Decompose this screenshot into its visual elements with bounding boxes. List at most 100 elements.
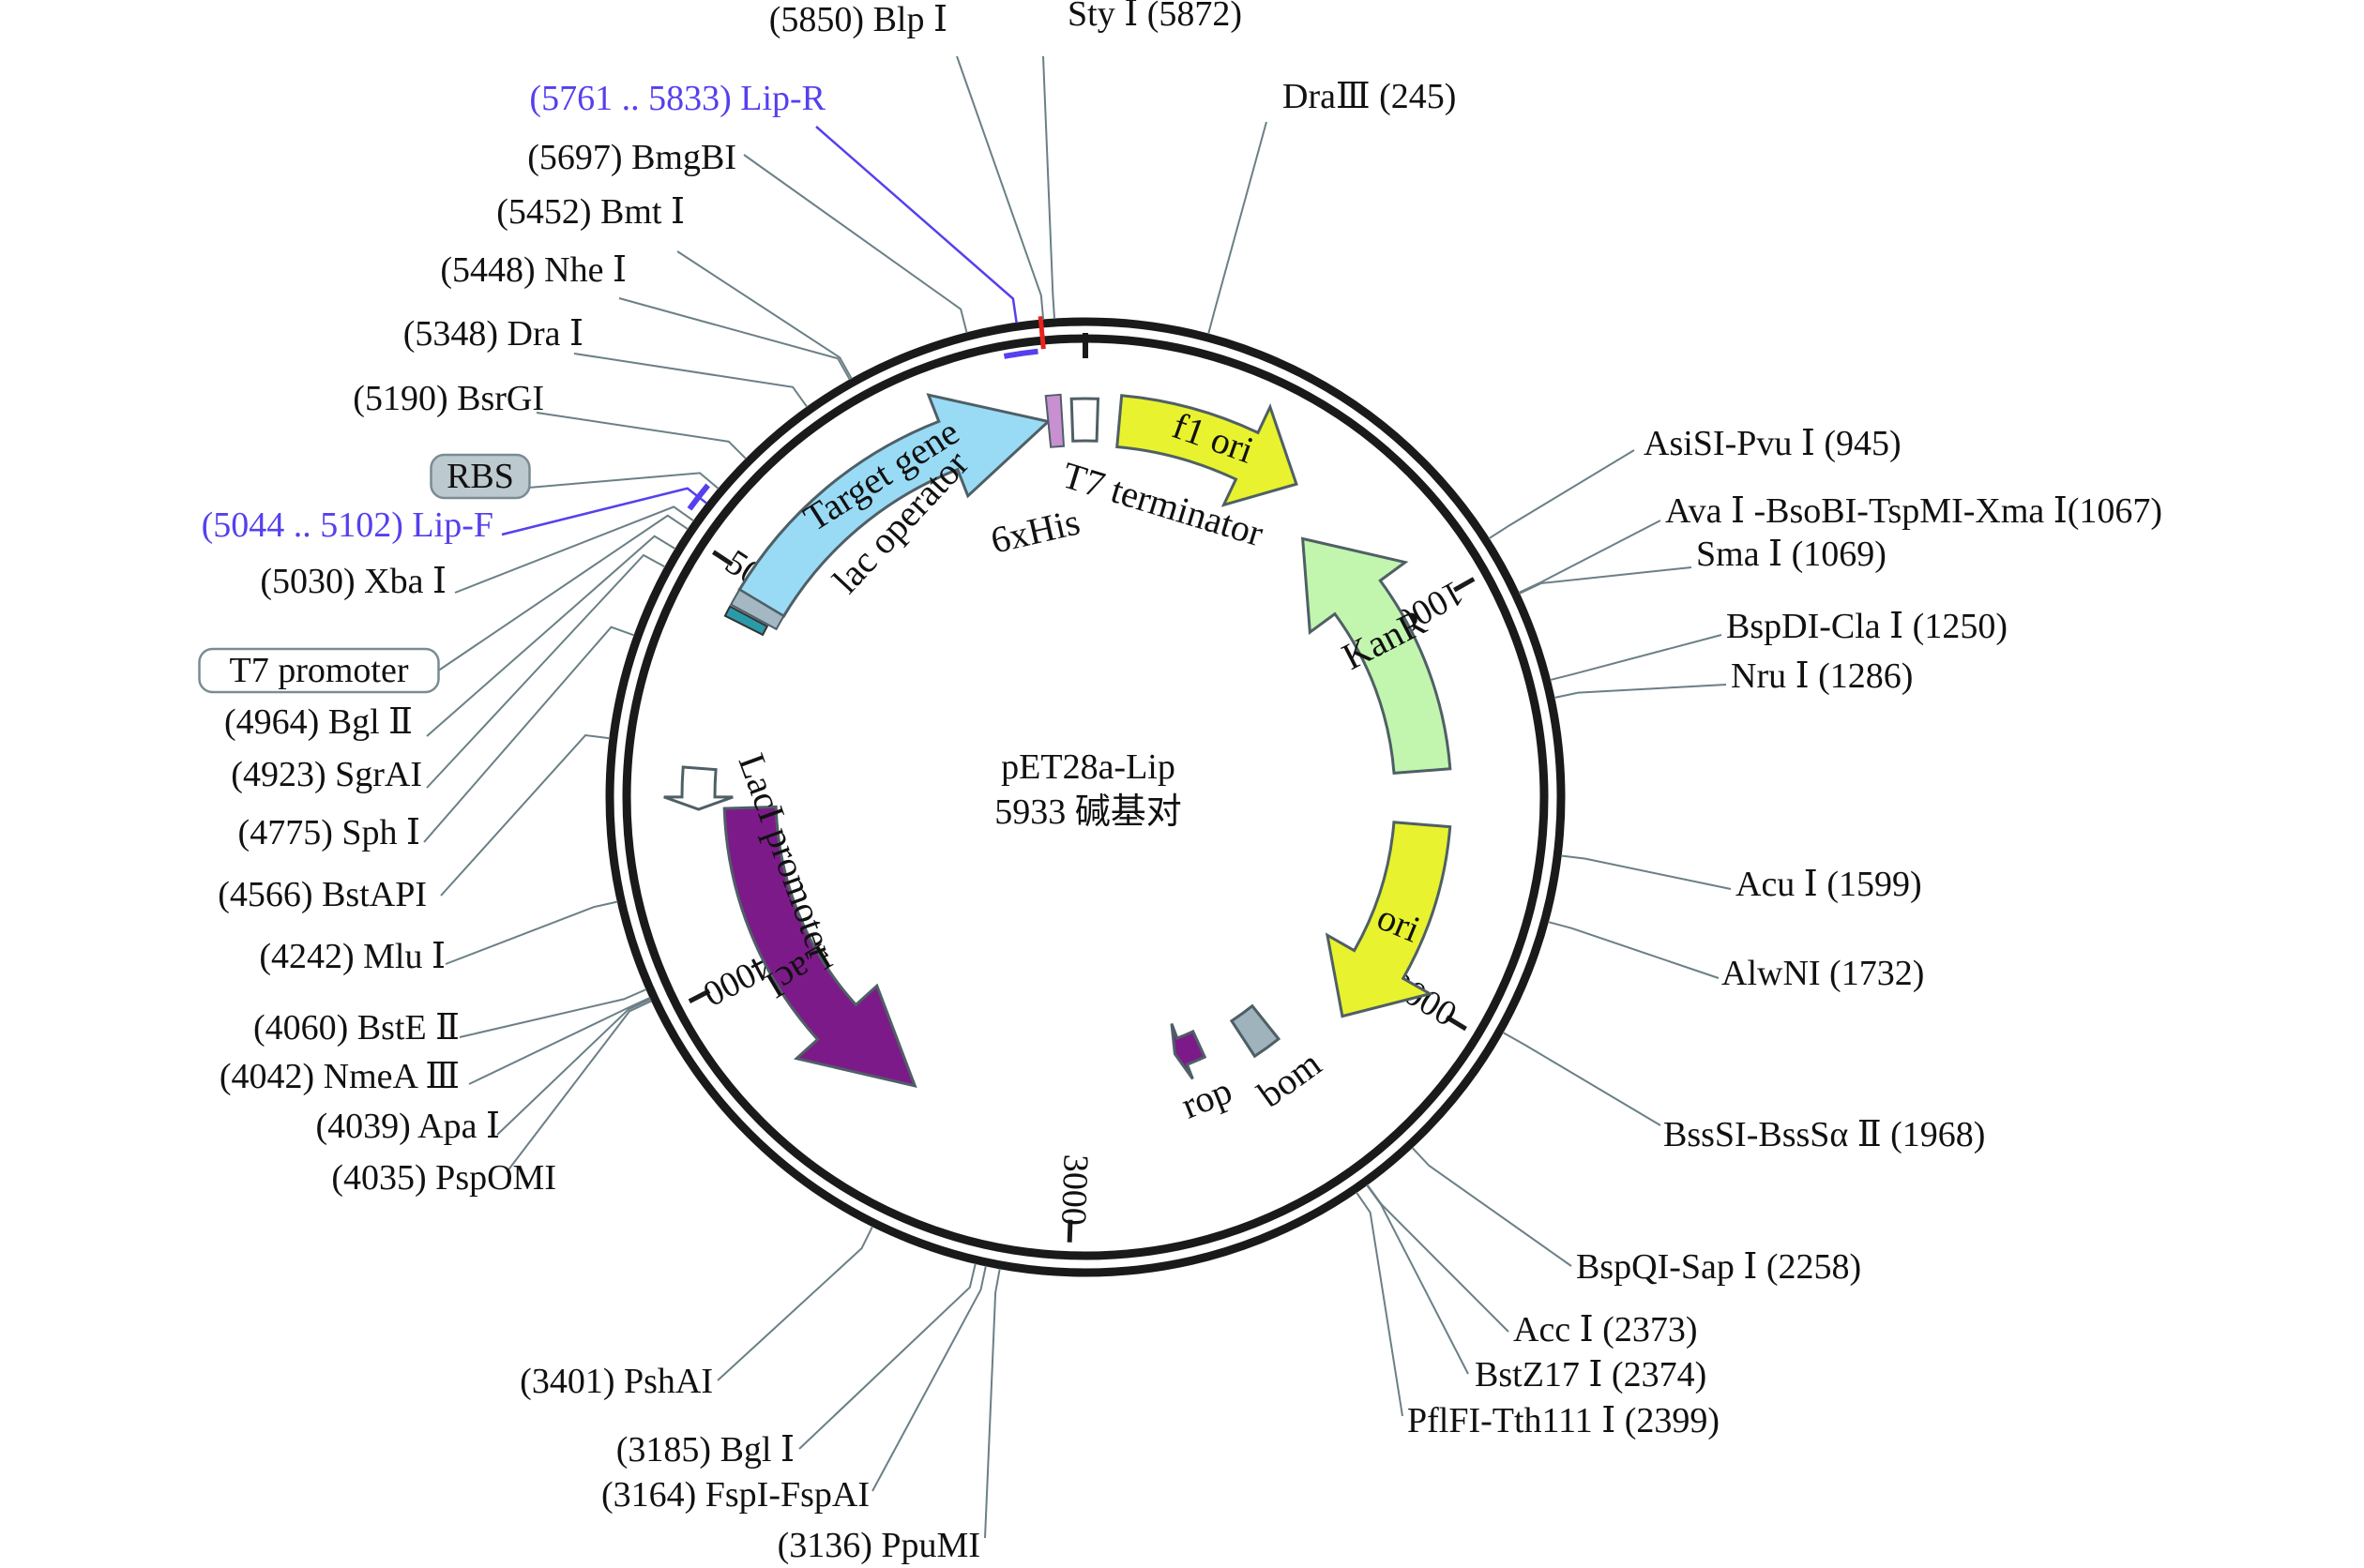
leader-line (956, 55, 1045, 321)
ring-outer-strand (605, 317, 1566, 1277)
leader-line (445, 900, 618, 965)
site-label[interactable]: (3185) Bgl Ⅰ (616, 1430, 795, 1470)
leader-line (496, 998, 652, 1136)
leader-line (426, 553, 666, 789)
mcs-features (663, 316, 1100, 811)
site-label[interactable]: BspQI-Sap Ⅰ (2258) (1576, 1247, 1861, 1287)
leader-line (426, 535, 676, 737)
leader-line (676, 250, 853, 380)
leader-line (1366, 1184, 1469, 1375)
site-label[interactable]: (5448) Nhe Ⅰ (440, 250, 627, 290)
site-label[interactable]: (5348) Dra Ⅰ (403, 314, 583, 354)
insert-boundary-marker (1038, 316, 1046, 350)
site-label[interactable]: BssSI-BssSα Ⅱ (1968) (1663, 1115, 1985, 1154)
tick-mark (1067, 1219, 1073, 1243)
site-label[interactable]: (5044 .. 5102) Lip-F (202, 505, 493, 545)
site-label[interactable]: (4566) BstAPI (218, 875, 427, 914)
leader-line (1548, 921, 1720, 979)
tick-mark (688, 988, 711, 1004)
site-label[interactable]: Ava Ⅰ -BsoBI-TspMI-Xma Ⅰ(1067) (1665, 491, 2162, 531)
t7-promoter-label-box (198, 647, 440, 694)
site-label[interactable]: Acu Ⅰ (1599) (1735, 865, 1922, 904)
tick-label: 3000 (1053, 1153, 1096, 1226)
leader-line (454, 505, 695, 594)
leader-line (1411, 1147, 1572, 1267)
laci-feature (722, 805, 917, 1088)
leader-line (506, 1000, 652, 1173)
site-label[interactable]: (3401) PshAI (520, 1362, 713, 1401)
site-label[interactable]: RBS (447, 457, 514, 496)
tick-mark (712, 550, 734, 566)
leader-line (573, 353, 809, 408)
site-label[interactable]: (3164) FspI-FspAI (601, 1475, 870, 1515)
leader-line (1553, 684, 1727, 700)
leader-line (1518, 520, 1661, 594)
his-tag-feature (1044, 393, 1066, 448)
site-label[interactable]: (3136) PpuMI (778, 1526, 980, 1565)
site-label[interactable]: (5452) Bmt Ⅰ (496, 192, 685, 232)
leader-line (536, 412, 747, 460)
site-label[interactable]: AlwNI (1732) (1721, 954, 1924, 993)
site-label[interactable]: (4060) BstE Ⅱ (253, 1008, 460, 1048)
site-label[interactable]: Sty Ⅰ (5872) (1068, 0, 1242, 34)
leader-line (798, 1263, 977, 1450)
kanr-feature (1300, 536, 1452, 776)
t7-terminator-feature (1069, 397, 1100, 443)
site-label[interactable]: (4042) NmeA Ⅲ (220, 1057, 460, 1096)
site-leaders (423, 55, 1732, 1539)
tick-mark (1445, 1015, 1467, 1032)
plasmid-center-title: pET28a-Lip 5933 碱基对 (994, 747, 1182, 832)
leader-line (1207, 121, 1267, 335)
plasmid-size: 5933 碱基对 (994, 792, 1182, 832)
leader-line (743, 154, 968, 334)
leader-line (1356, 1191, 1403, 1417)
ori-feature (1325, 821, 1452, 1018)
leader-line (506, 472, 720, 490)
rop-feature (1170, 1023, 1207, 1080)
leader-line (468, 996, 651, 1085)
site-label[interactable]: BspDI-Cla Ⅰ (1250) (1726, 607, 2008, 646)
leader-line (1519, 566, 1692, 595)
site-label[interactable]: (4923) SgrAI (231, 755, 422, 794)
site-label[interactable]: (5190) BsrGI (353, 379, 544, 418)
leader-line (618, 297, 851, 381)
leader-line (1502, 1032, 1661, 1126)
site-label[interactable]: T7 promoter (229, 651, 408, 690)
leader-line (815, 126, 1018, 324)
tick-mark (1452, 577, 1476, 593)
site-label[interactable]: (4964) Bgl Ⅱ (224, 702, 413, 742)
leader-line (1561, 854, 1732, 890)
leader-line (459, 988, 647, 1038)
leader-line (1488, 449, 1635, 540)
his-tag-label: 6xHis (987, 500, 1084, 561)
f1-ori-feature (1115, 394, 1298, 507)
site-label[interactable]: (5850) Blp Ⅰ (769, 0, 947, 39)
site-label[interactable]: (5697) BmgBI (527, 138, 736, 177)
site-label[interactable]: DraⅢ (245) (1282, 77, 1456, 116)
site-label[interactable]: (5030) Xba Ⅰ (260, 562, 447, 601)
leader-line (984, 1268, 1001, 1539)
laci-promoter-feature (663, 765, 734, 811)
leader-line (423, 626, 635, 843)
leader-line (1042, 55, 1056, 320)
site-label[interactable]: Acc Ⅰ (2373) (1513, 1310, 1698, 1349)
site-label[interactable]: (4035) PspOMI (331, 1158, 556, 1198)
lip-r-primer-mark (1003, 348, 1038, 359)
site-labels: (5850) Blp Ⅰ Sty Ⅰ (5872) DraⅢ (245) (5761 … (198, 0, 2162, 1565)
site-label[interactable]: AsiSI-Pvu Ⅰ (945) (1644, 424, 1902, 463)
leader-line (440, 733, 610, 897)
leader-line (717, 1226, 873, 1381)
site-label[interactable]: PflFI-Tth111 Ⅰ (2399) (1407, 1401, 1720, 1440)
bom-feature (1229, 1003, 1281, 1059)
leader-line (501, 487, 708, 536)
site-label[interactable]: Sma Ⅰ (1069) (1696, 535, 1887, 574)
site-label[interactable]: (4242) Mlu Ⅰ (259, 937, 446, 976)
lac-operator-feature (729, 588, 785, 631)
site-label[interactable]: (4775) Sph Ⅰ (238, 813, 420, 852)
site-label[interactable]: Nru Ⅰ (1286) (1731, 656, 1913, 696)
site-label[interactable]: BstZ17 Ⅰ (2374) (1475, 1355, 1706, 1395)
site-label[interactable]: (5761 .. 5833) Lip-R (529, 79, 826, 118)
rop-label: rop (1175, 1069, 1237, 1127)
site-label[interactable]: (4039) Apa Ⅰ (315, 1107, 500, 1146)
